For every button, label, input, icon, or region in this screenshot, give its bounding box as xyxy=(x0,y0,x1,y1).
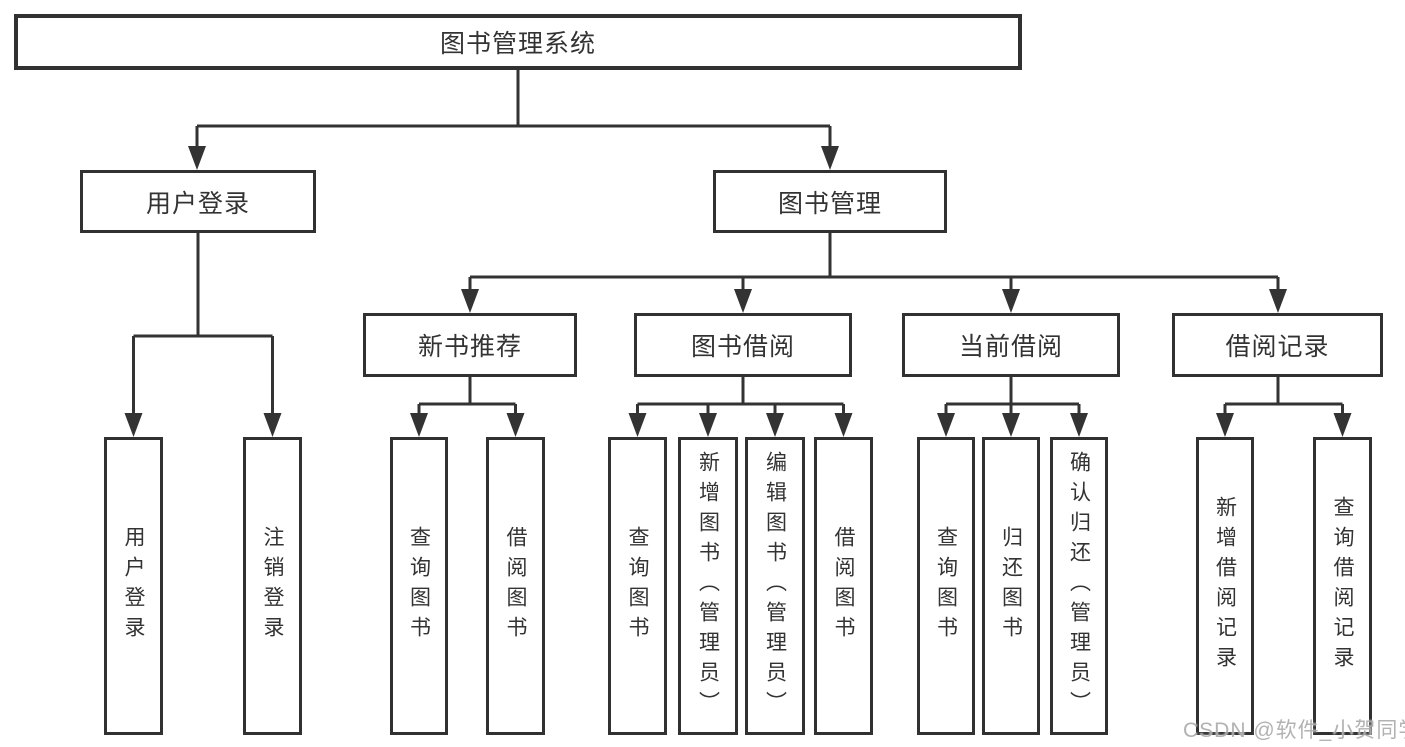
node-leaf-borrow-book-2: 借阅图书 xyxy=(814,437,873,735)
node-leaf-query-book-1: 查询图书 xyxy=(390,437,448,735)
node-new-book-recommendation: 新书推荐 xyxy=(363,313,577,377)
connector-lines xyxy=(132,70,1344,418)
node-current-borrowing: 当前借阅 xyxy=(902,313,1120,377)
watermark: CSDN @软件_小贺同学 xyxy=(1183,719,1405,742)
connector-arrowheads xyxy=(124,146,1352,437)
node-leaf-user-login: 用户登录 xyxy=(104,437,163,735)
node-leaf-add-book: 新增图书（管理员） xyxy=(678,437,738,735)
node-book-borrowing: 图书借阅 xyxy=(634,313,852,377)
node-leaf-query-book-3: 查询图书 xyxy=(917,437,975,735)
node-user-login: 用户登录 xyxy=(80,170,316,233)
node-leaf-add-borrow-record: 新增借阅记录 xyxy=(1196,437,1254,735)
node-leaf-confirm-return: 确认归还（管理员） xyxy=(1050,437,1108,735)
node-leaf-query-book-2: 查询图书 xyxy=(608,437,667,735)
node-leaf-edit-book: 编辑图书（管理员） xyxy=(745,437,805,735)
node-book-management: 图书管理 xyxy=(713,170,947,233)
node-root: 图书管理系统 xyxy=(14,14,1022,70)
node-leaf-query-borrow-record: 查询借阅记录 xyxy=(1313,437,1372,735)
node-leaf-borrow-book-1: 借阅图书 xyxy=(486,437,545,735)
node-borrowing-records: 借阅记录 xyxy=(1172,313,1383,377)
node-leaf-return-book: 归还图书 xyxy=(982,437,1040,735)
node-leaf-logout: 注销登录 xyxy=(243,437,302,735)
